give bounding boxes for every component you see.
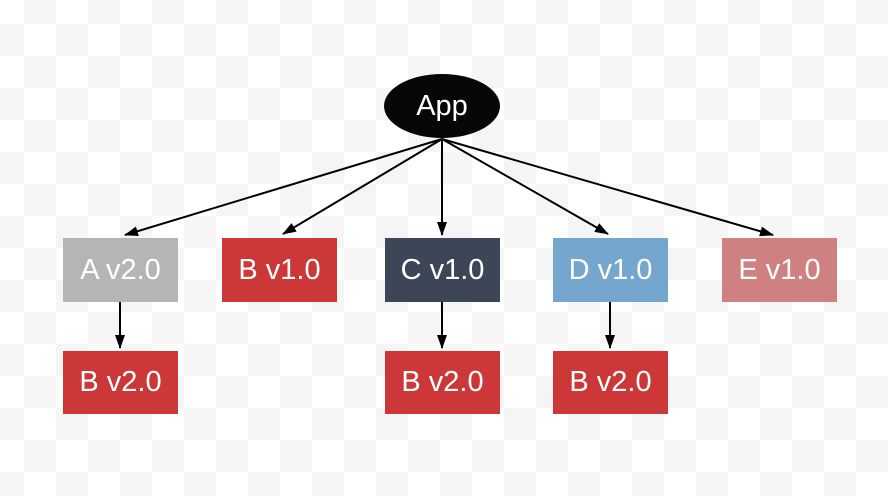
node-label: B v2.0 bbox=[79, 366, 162, 398]
node-c-v1: C v1.0 bbox=[385, 238, 500, 302]
node-label: A v2.0 bbox=[80, 253, 161, 286]
node-label: D v1.0 bbox=[568, 253, 653, 286]
node-label: E v1.0 bbox=[738, 253, 821, 286]
node-label: B v2.0 bbox=[569, 366, 652, 398]
edge-app-to-a-v2 bbox=[124, 138, 443, 237]
node-b-v2-mid: B v2.0 bbox=[385, 351, 500, 414]
node-a-v2: A v2.0 bbox=[63, 238, 178, 302]
node-b-v2-right: B v2.0 bbox=[553, 351, 668, 414]
node-label: B v2.0 bbox=[401, 366, 484, 398]
edge-app-to-d-v1 bbox=[441, 138, 609, 235]
edge-app-to-b-v1 bbox=[282, 138, 443, 235]
edge-app-to-e-v1 bbox=[441, 138, 774, 237]
node-d-v1: D v1.0 bbox=[553, 238, 668, 302]
node-app: App bbox=[384, 74, 500, 138]
node-app-label: App bbox=[416, 89, 468, 122]
node-label: B v1.0 bbox=[238, 253, 321, 286]
node-b-v2-left: B v2.0 bbox=[63, 351, 178, 414]
node-label: C v1.0 bbox=[400, 253, 485, 286]
node-b-v1: B v1.0 bbox=[222, 238, 337, 302]
node-e-v1: E v1.0 bbox=[722, 238, 837, 302]
